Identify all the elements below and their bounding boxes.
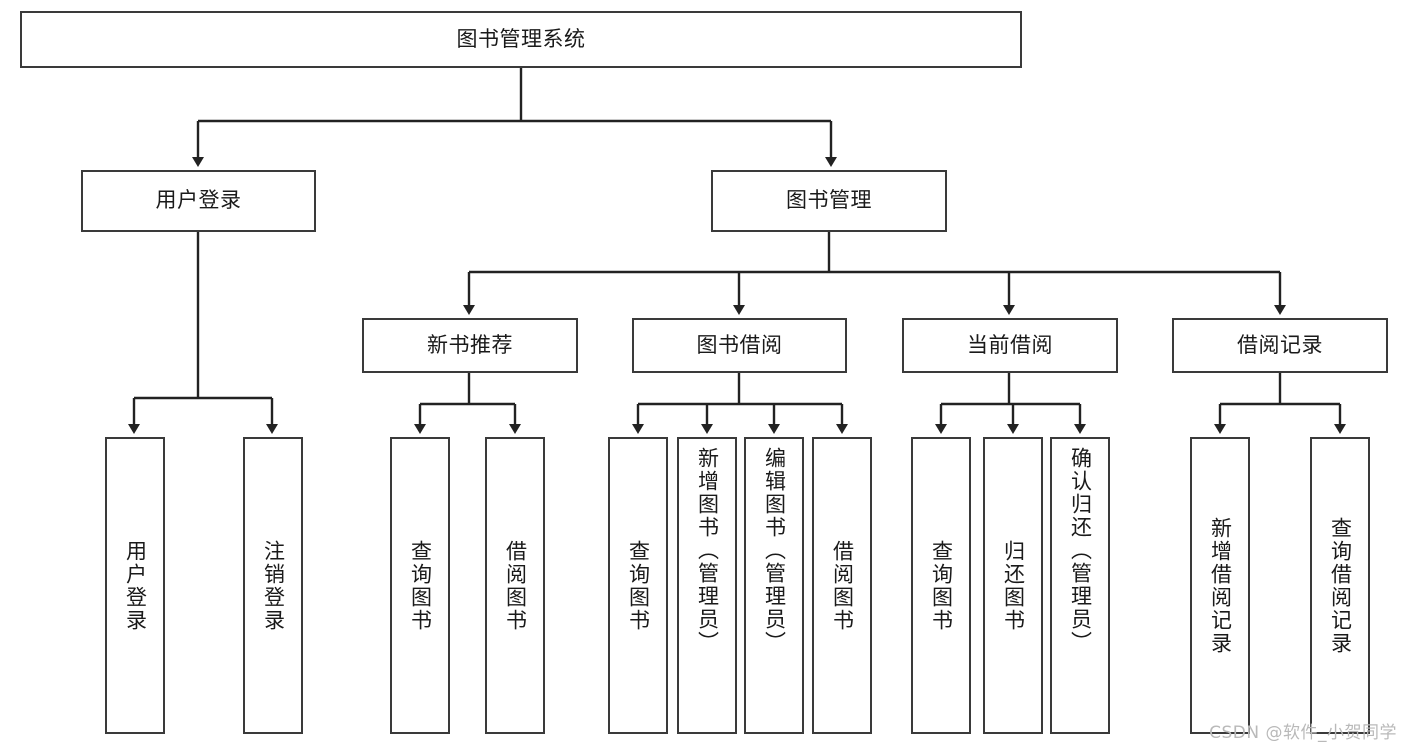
node-current-borrow-label: 当前借阅	[967, 332, 1053, 357]
node-borrow-records-label: 借阅记录	[1237, 332, 1323, 357]
node-new-book-recommend[interactable]: 新书推荐	[362, 318, 578, 373]
leaf-query-books-borrow-label: 查询图书	[626, 539, 651, 632]
node-book-management[interactable]: 图书管理	[711, 170, 947, 232]
node-root-label: 图书管理系统	[456, 26, 586, 51]
node-user-login[interactable]: 用户登录	[81, 170, 316, 232]
node-book-borrow[interactable]: 图书借阅	[632, 318, 847, 373]
leaf-edit-book-admin[interactable]: 编辑图书（管理员）	[744, 437, 804, 734]
leaf-add-book-admin-label: 新增图书（管理员）	[695, 447, 720, 654]
leaf-logout-label: 注销登录	[261, 539, 286, 632]
leaf-user-login[interactable]: 用户登录	[105, 437, 165, 734]
leaf-borrow-books-new[interactable]: 借阅图书	[485, 437, 545, 734]
leaf-query-books-current-label: 查询图书	[929, 539, 954, 632]
leaf-borrow-books-label: 借阅图书	[830, 539, 855, 632]
leaf-logout[interactable]: 注销登录	[243, 437, 303, 734]
node-root[interactable]: 图书管理系统	[20, 11, 1022, 68]
leaf-return-books-label: 归还图书	[1001, 539, 1026, 632]
leaf-query-books-current[interactable]: 查询图书	[911, 437, 971, 734]
leaf-add-borrow-record[interactable]: 新增借阅记录	[1190, 437, 1250, 734]
node-book-management-label: 图书管理	[786, 188, 872, 213]
leaf-query-books-borrow[interactable]: 查询图书	[608, 437, 668, 734]
leaf-add-book-admin[interactable]: 新增图书（管理员）	[677, 437, 737, 734]
node-borrow-records[interactable]: 借阅记录	[1172, 318, 1388, 373]
leaf-confirm-return-admin[interactable]: 确认归还（管理员）	[1050, 437, 1110, 734]
leaf-borrow-books[interactable]: 借阅图书	[812, 437, 872, 734]
leaf-edit-book-admin-label: 编辑图书（管理员）	[762, 447, 787, 654]
node-user-login-label: 用户登录	[155, 188, 242, 213]
node-current-borrow[interactable]: 当前借阅	[902, 318, 1118, 373]
leaf-confirm-return-admin-label: 确认归还（管理员）	[1068, 447, 1093, 654]
node-book-borrow-label: 图书借阅	[696, 332, 783, 357]
leaf-query-borrow-record[interactable]: 查询借阅记录	[1310, 437, 1370, 734]
leaf-borrow-books-new-label: 借阅图书	[503, 539, 528, 632]
leaf-return-books[interactable]: 归还图书	[983, 437, 1043, 734]
leaf-add-borrow-record-label: 新增借阅记录	[1208, 516, 1233, 655]
leaf-query-borrow-record-label: 查询借阅记录	[1328, 516, 1353, 655]
leaf-query-books-new[interactable]: 查询图书	[390, 437, 450, 734]
node-new-book-recommend-label: 新书推荐	[427, 332, 513, 357]
leaf-query-books-new-label: 查询图书	[408, 539, 433, 632]
csdn-watermark: CSDN @软件_小贺同学	[1209, 723, 1397, 743]
leaf-user-login-label: 用户登录	[123, 539, 148, 632]
